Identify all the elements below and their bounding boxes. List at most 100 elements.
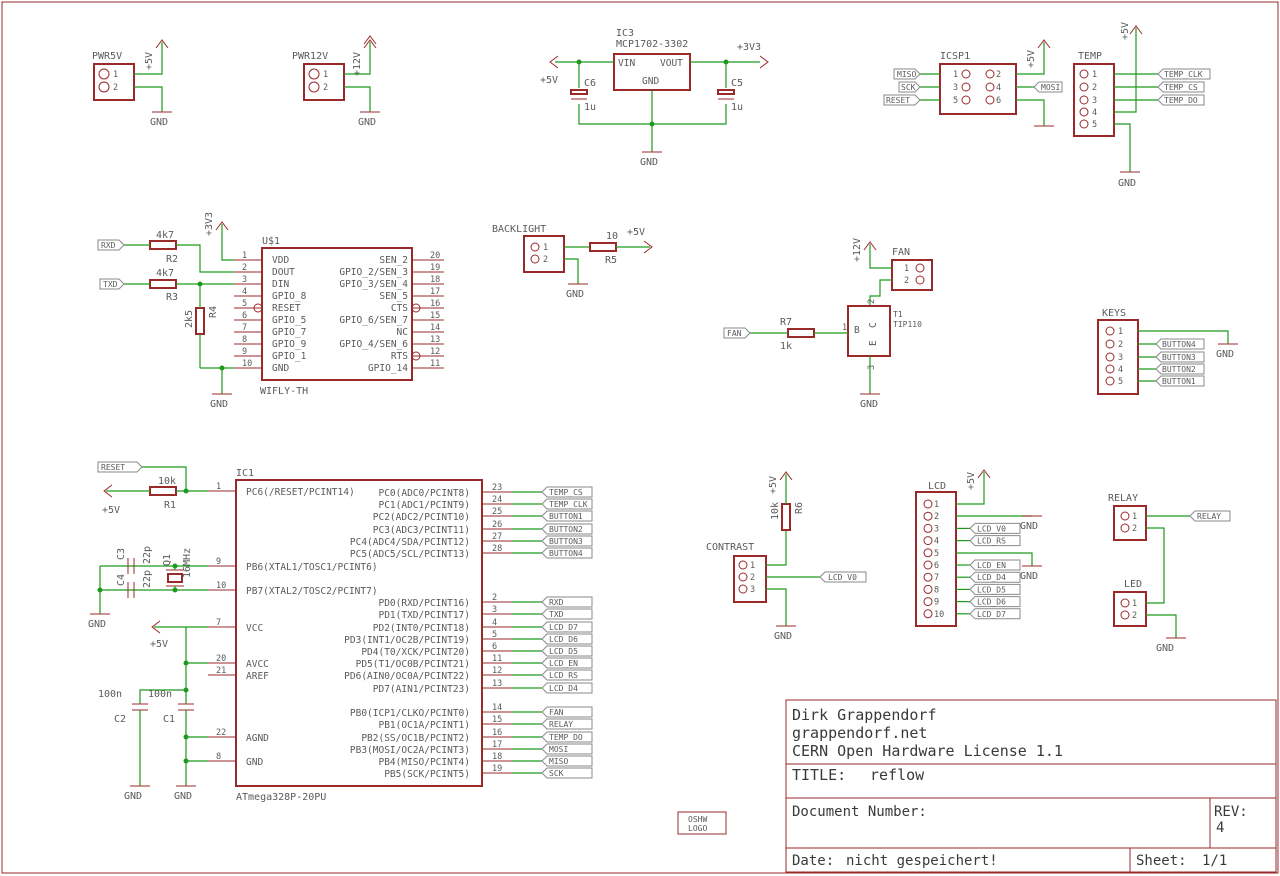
- svg-text:10k: 10k: [158, 476, 176, 487]
- pin-name: VCC: [246, 623, 263, 634]
- pin-name: DOUT: [272, 267, 295, 278]
- svg-text:R2: R2: [166, 254, 178, 265]
- sheet-value: 1/1: [1202, 853, 1227, 869]
- svg-text:6: 6: [996, 96, 1001, 106]
- pin-name: PC3(ADC3/PCINT11): [373, 525, 470, 536]
- connector-fan: FAN 1 2 +12V: [852, 238, 933, 306]
- pin-number: 5: [242, 299, 247, 309]
- pin-name: PB4(MISO/PCINT4): [378, 757, 470, 768]
- svg-text:RXD: RXD: [101, 241, 116, 250]
- pin-number: 1: [934, 500, 939, 510]
- svg-text:3: 3: [1092, 96, 1097, 106]
- pin-name: PC1(ADC1/PCINT9): [378, 500, 470, 511]
- pin-number: 7: [216, 618, 221, 628]
- svg-text:1: 1: [1092, 70, 1097, 80]
- svg-text:GND: GND: [860, 399, 878, 410]
- net-flag-button2: BUTTON2: [541, 523, 593, 535]
- svg-text:+5V: +5V: [627, 227, 645, 238]
- pin-number: 4: [492, 618, 497, 628]
- svg-text:TEMP_CS: TEMP_CS: [549, 488, 583, 497]
- svg-text:LCD_D6: LCD_D6: [977, 598, 1006, 607]
- svg-text:22p: 22p: [142, 546, 153, 564]
- crystal-q1: Q1 16MHz GND: [88, 548, 208, 630]
- document-number-label: Document Number:: [792, 804, 927, 820]
- pin-name: PB3(MOSI/OC2A/PCINT3): [350, 745, 470, 756]
- pin-number: 1: [216, 482, 221, 492]
- svg-text:IC1: IC1: [236, 468, 254, 479]
- svg-text:LCD_EN: LCD_EN: [549, 659, 578, 668]
- svg-text:BACKLIGHT: BACKLIGHT: [492, 224, 546, 235]
- pin-name: GPIO_7: [272, 327, 306, 338]
- capacitor-c3: C3 22p: [116, 546, 153, 574]
- svg-text:FAN: FAN: [892, 247, 910, 258]
- power-5v-ic1: +5V: [139, 620, 208, 704]
- sheet-label: Sheet:: [1136, 853, 1187, 869]
- svg-text:+5V: +5V: [768, 476, 779, 494]
- svg-text:E: E: [868, 340, 879, 346]
- pin-name: DIN: [272, 279, 289, 290]
- pin-number: 9: [934, 598, 939, 608]
- svg-text:1u: 1u: [731, 102, 743, 113]
- svg-text:+3V3: +3V3: [204, 212, 215, 236]
- svg-text:1: 1: [323, 70, 328, 80]
- pin-name: PC6(/RESET/PCINT14): [246, 487, 355, 498]
- pin-number: 8: [934, 585, 939, 595]
- svg-text:MCP1702-3302: MCP1702-3302: [616, 39, 688, 50]
- svg-text:2: 2: [1092, 83, 1097, 93]
- svg-text:GND: GND: [566, 289, 584, 300]
- pin-number: 13: [492, 679, 502, 689]
- svg-text:2: 2: [1118, 340, 1123, 350]
- pin-number: 15: [492, 715, 502, 725]
- svg-text:BUTTON4: BUTTON4: [549, 549, 583, 558]
- pin-name: GPIO_5: [272, 315, 306, 326]
- pin-name: PD0(RXD/PCINT16): [378, 598, 470, 609]
- pin-name: PC2(ADC2/PCINT10): [373, 512, 470, 523]
- svg-text:+5V: +5V: [540, 75, 558, 86]
- svg-text:MISO: MISO: [897, 70, 916, 79]
- pin-name: NC: [397, 327, 408, 338]
- svg-text:C5: C5: [731, 78, 743, 89]
- pin-number: 27: [492, 532, 502, 542]
- connector-pwr12v: PWR12V 1 2 +12V GND: [292, 35, 380, 128]
- svg-text:KEYS: KEYS: [1102, 308, 1126, 319]
- svg-text:1: 1: [543, 243, 548, 253]
- net-flag-button4: BUTTON4: [541, 547, 593, 559]
- net-flag-rxd: RXD: [541, 596, 593, 608]
- net-flag-temp-clk: TEMP_CLK: [1157, 68, 1211, 80]
- svg-text:LED: LED: [1124, 579, 1142, 590]
- svg-text:LCD_RS: LCD_RS: [977, 537, 1006, 546]
- svg-text:+3V3: +3V3: [737, 42, 761, 53]
- svg-text:GND: GND: [1020, 521, 1038, 532]
- pin-name: PB1(OC1A/PCINT1): [378, 720, 470, 731]
- net-flag-lcd-d7: LCD_D7: [541, 621, 593, 633]
- svg-text:4: 4: [1092, 108, 1097, 118]
- connector-contrast: CONTRAST 1 2 3 GND: [706, 530, 820, 642]
- net-flag-lcd-d7-lcd: LCD_D7: [969, 608, 1021, 620]
- svg-text:2: 2: [1132, 611, 1137, 621]
- pin-name: GPIO_9: [272, 339, 307, 350]
- net-flag-button3-keys: BUTTON3: [1155, 351, 1205, 363]
- svg-text:VIN: VIN: [618, 58, 635, 69]
- pin-number: 2: [492, 593, 497, 603]
- net-flag-sck-icsp: SCK: [898, 81, 921, 93]
- pin-name: AGND: [246, 733, 269, 744]
- pin-name: PD5(T1/OC0B/PCINT21): [356, 659, 470, 670]
- svg-text:GND: GND: [124, 791, 142, 802]
- resistor-r7: R7 1k: [750, 317, 848, 352]
- svg-text:LCD: LCD: [928, 481, 946, 492]
- title-label: TITLE:: [792, 766, 846, 784]
- title-value: reflow: [870, 766, 925, 784]
- pin-number: 15: [430, 311, 440, 321]
- author: Dirk Grappendorf: [792, 706, 937, 724]
- pin-number: 16: [430, 299, 440, 309]
- svg-text:Q1: Q1: [162, 554, 173, 566]
- svg-text:LCD_D7: LCD_D7: [549, 623, 578, 632]
- pin-number: 13: [430, 335, 440, 345]
- svg-text:+5V: +5V: [102, 505, 120, 516]
- pin-number: 11: [430, 359, 440, 369]
- net-flag-reset-icsp: RESET: [883, 94, 921, 106]
- capacitor-c1: 100n C1 GND: [148, 689, 208, 802]
- svg-text:100n: 100n: [148, 689, 172, 700]
- svg-text:5: 5: [1092, 120, 1097, 130]
